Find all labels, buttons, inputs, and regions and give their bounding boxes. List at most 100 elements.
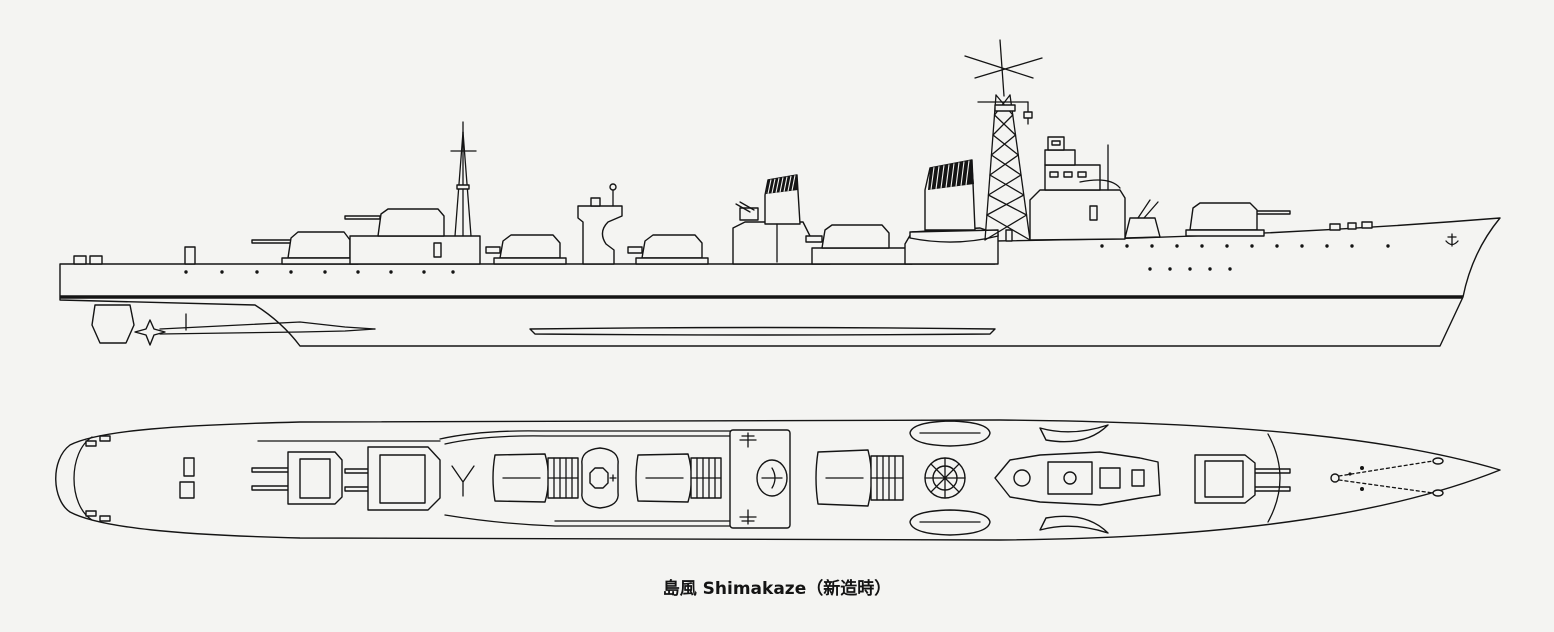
depth-charge-racks	[73, 255, 103, 265]
aa-gun-aft	[735, 201, 759, 221]
turret-body	[287, 231, 351, 259]
gun-barrel	[251, 467, 291, 473]
bow-fittings	[1329, 221, 1373, 231]
torpedo-mount-base	[635, 257, 709, 265]
forward-funnel-plan	[924, 457, 966, 499]
searchlight-base	[589, 467, 609, 489]
grille-line	[935, 166, 940, 190]
turret-roof	[379, 454, 426, 504]
porthole	[1386, 244, 1390, 248]
porthole	[1300, 244, 1304, 248]
aa-gun-barrel	[1143, 201, 1159, 219]
forward-funnel	[904, 159, 999, 265]
stern-fitting	[183, 457, 195, 477]
gun-barrel	[344, 468, 371, 474]
porthole	[1125, 244, 1129, 248]
mast-leg	[1009, 94, 1031, 241]
grille-line	[771, 178, 776, 194]
depth-charge-rack	[85, 510, 97, 517]
tube-lines	[690, 457, 722, 499]
funnel-cap-grille	[767, 175, 796, 194]
bridge-aa-mount	[1124, 199, 1161, 239]
grille-line	[945, 164, 950, 188]
torpedo-tube-muzzle	[485, 246, 501, 254]
grille-line	[950, 163, 955, 188]
gun-barrel	[1252, 468, 1291, 474]
mainmast-plan	[451, 465, 475, 497]
porthole	[451, 270, 455, 274]
forward-gun-turret	[1185, 202, 1291, 237]
turret-body	[1189, 202, 1258, 231]
mast-bracing	[984, 94, 1028, 241]
signal-flag	[1023, 111, 1033, 119]
propeller-shaft	[159, 313, 376, 335]
torpedo-mount-middle	[627, 234, 709, 265]
bow-anchor	[1445, 233, 1459, 247]
grille-line	[965, 160, 970, 186]
porthole	[1200, 244, 1204, 248]
deck-fitting	[1329, 223, 1341, 231]
anchor-chain	[1338, 479, 1434, 494]
compass-platform	[1079, 179, 1121, 189]
mast-leg	[984, 94, 997, 241]
porthole	[1250, 244, 1254, 248]
aa-mount-plan	[1131, 469, 1145, 487]
boat-plan-port	[909, 420, 991, 447]
porthole	[1168, 267, 1172, 271]
boat-plan-starboard	[909, 509, 991, 536]
gun-barrel	[251, 239, 293, 244]
rangefinder-plan	[1063, 471, 1077, 485]
bilge-keel	[529, 326, 996, 336]
depth-charge-rack	[89, 255, 103, 265]
deck-door	[1005, 229, 1013, 242]
rail-line	[439, 430, 736, 440]
mast-leg	[454, 131, 464, 237]
grille-line	[940, 165, 945, 189]
aft-deckhouse	[349, 235, 481, 265]
porthole	[1225, 244, 1229, 248]
tube-lines	[547, 457, 579, 499]
porthole	[1188, 267, 1192, 271]
rudder	[91, 304, 135, 344]
aa-gun-plan	[739, 509, 757, 525]
gun-barrel	[1252, 486, 1291, 492]
forward-turret-plan	[1194, 454, 1291, 504]
searchlight	[609, 183, 617, 191]
torpedo-mount-shield	[499, 234, 561, 259]
mast-platform	[994, 104, 1016, 112]
depth-charge-rack	[99, 435, 111, 442]
chain-stopper	[1360, 466, 1364, 470]
porthole	[1150, 244, 1154, 248]
torpedo-tube-muzzle	[627, 246, 643, 254]
porthole	[220, 270, 224, 274]
deck-fitting	[1347, 222, 1357, 230]
deck-rails	[257, 430, 736, 527]
mast-leg	[462, 131, 472, 237]
shaft-line	[159, 328, 376, 335]
gun-barrel	[344, 215, 381, 220]
mainmast	[450, 121, 477, 237]
deckhouse-door	[433, 242, 442, 258]
porthole	[1208, 267, 1212, 271]
porthole	[422, 270, 426, 274]
torpedo-mount-plan-middle	[635, 453, 722, 503]
bridge-window	[1077, 171, 1087, 178]
aa-gun-barrel	[1137, 199, 1151, 219]
turret-roof	[1204, 460, 1244, 498]
foremast-base	[1013, 469, 1031, 487]
porthole	[1100, 244, 1104, 248]
rail-line	[444, 514, 736, 527]
bridge-plan	[994, 451, 1161, 506]
grille-line	[960, 161, 965, 186]
turret-base	[1185, 229, 1265, 237]
grille-line	[930, 167, 935, 190]
grille-line	[955, 162, 960, 187]
grille-line	[779, 177, 784, 193]
mast-bracing	[986, 94, 1031, 241]
aft-funnel	[732, 174, 831, 265]
portholes	[184, 244, 1390, 274]
bridge-upper-block	[1044, 149, 1076, 166]
turret-base	[281, 257, 359, 265]
foremast	[964, 39, 1043, 241]
aa-mount-platform	[1124, 217, 1161, 239]
